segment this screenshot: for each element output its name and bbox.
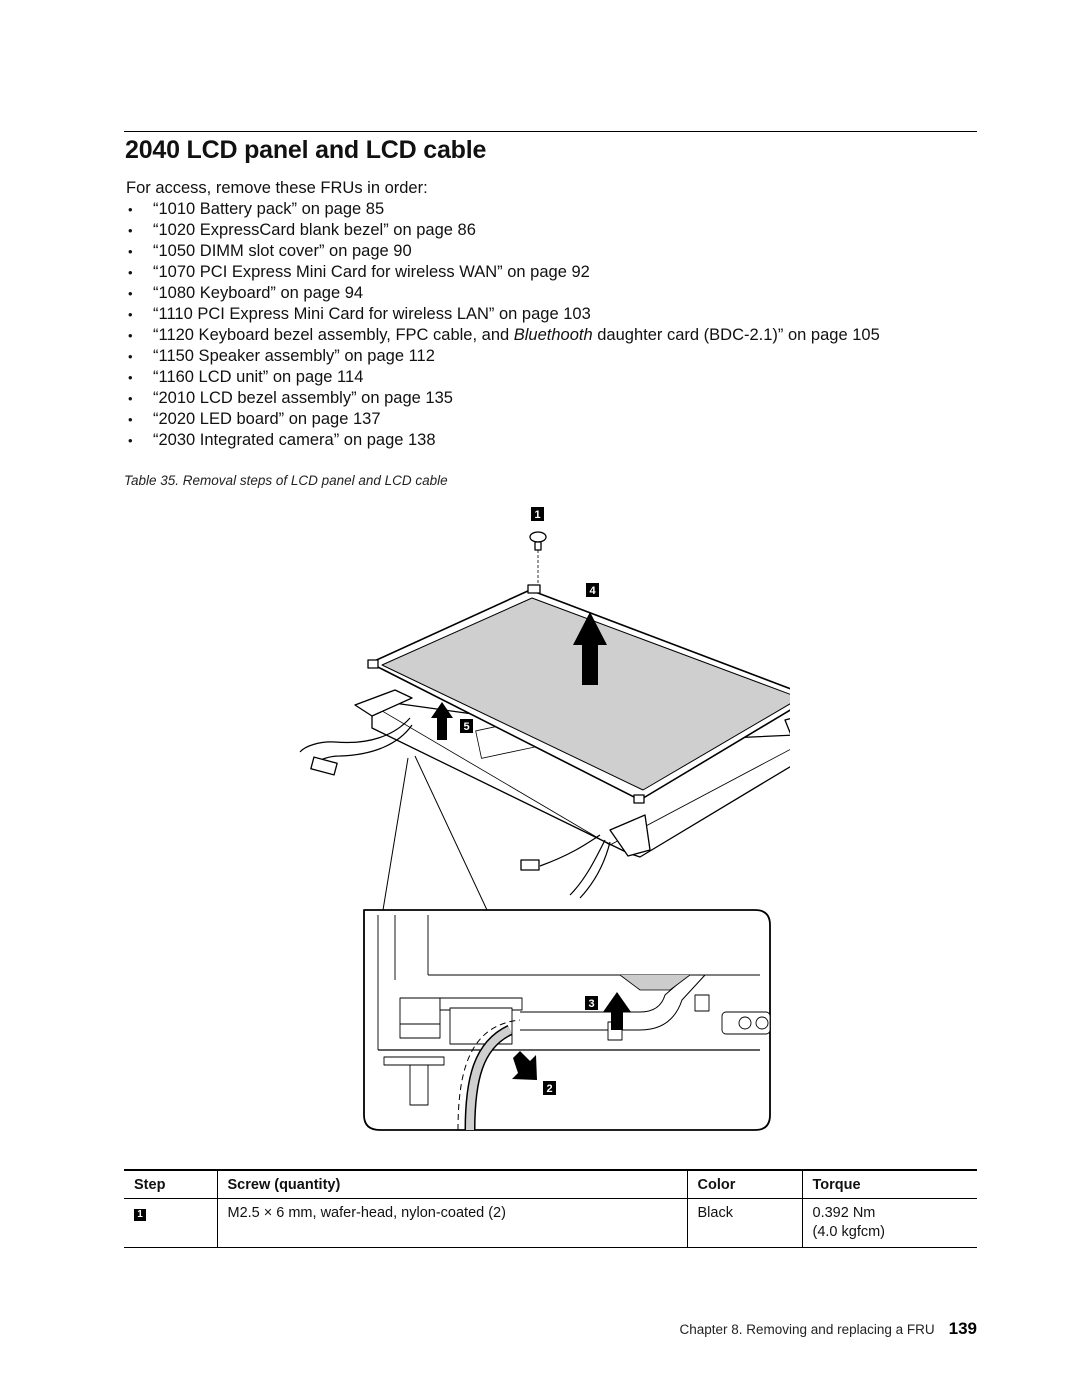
- list-item: • “1050 DIMM slot cover” on page 90: [126, 241, 880, 262]
- svg-text:4: 4: [589, 585, 596, 597]
- bullet-icon: •: [128, 328, 133, 343]
- callout-badge: 5: [460, 719, 473, 733]
- intro-text: For access, remove these FRUs in order:: [126, 179, 428, 197]
- arrow-up-icon: [603, 992, 631, 1030]
- arrow-up-icon: [573, 612, 607, 685]
- bullet-icon: •: [128, 349, 133, 364]
- heading-rule: [124, 131, 977, 132]
- column-header-screw: Screw (quantity): [216, 1169, 687, 1199]
- fru-list: • “1010 Battery pack” on page 85 • “1020 E…: [126, 199, 880, 451]
- page-number: 139: [948, 1319, 977, 1338]
- callout-badge: 1: [531, 507, 544, 521]
- step-badge: 1: [134, 1209, 146, 1221]
- fru-link[interactable]: “2010 LCD bezel assembly” on page 135: [153, 389, 453, 407]
- fru-link[interactable]: “1020 ExpressCard blank bezel” on page 8…: [153, 221, 476, 239]
- bullet-icon: •: [128, 412, 133, 427]
- list-item: • “1120 Keyboard bezel assembly, FPC cabl…: [126, 325, 880, 346]
- bullet-icon: •: [128, 433, 133, 448]
- fru-link[interactable]: “2020 LED board” on page 137: [153, 410, 381, 428]
- fru-link[interactable]: “2030 Integrated camera” on page 138: [153, 431, 436, 449]
- table-header-row: Step Screw (quantity) Color Torque: [124, 1169, 977, 1199]
- list-item: • “1080 Keyboard” on page 94: [126, 283, 880, 304]
- svg-text:2: 2: [546, 1083, 552, 1095]
- fru-link[interactable]: “1080 Keyboard” on page 94: [153, 284, 364, 302]
- screw-cell: M2.5 × 6 mm, wafer-head, nylon-coated (2…: [216, 1198, 687, 1248]
- bullet-icon: •: [128, 286, 133, 301]
- fru-link-text: daughter card (BDC-2.1)” on page 105: [592, 326, 880, 344]
- page-footer: Chapter 8. Removing and replacing a FRU 1…: [679, 1319, 977, 1339]
- svg-text:5: 5: [463, 721, 469, 733]
- lcd-cable-bottom: [539, 834, 601, 867]
- list-item: • “1010 Battery pack” on page 85: [126, 199, 880, 220]
- bullet-icon: •: [128, 202, 133, 217]
- color-cell: Black: [686, 1198, 802, 1248]
- list-item: • “1160 LCD unit” on page 114: [126, 367, 880, 388]
- bullet-icon: •: [128, 307, 133, 322]
- screw-table: Step Screw (quantity) Color Torque 1 M2.…: [124, 1169, 977, 1248]
- bullet-icon: •: [128, 244, 133, 259]
- column-header-step: Step: [124, 1169, 217, 1199]
- svg-text:3: 3: [588, 998, 594, 1010]
- svg-text:1: 1: [534, 509, 540, 521]
- arrow-down-right-icon: [512, 1051, 537, 1080]
- list-item: • “2020 LED board” on page 137: [126, 409, 880, 430]
- fru-link[interactable]: “1110 PCI Express Mini Card for wireless…: [153, 305, 591, 323]
- page-title: 2040 LCD panel and LCD cable: [125, 136, 487, 164]
- list-item: • “2010 LCD bezel assembly” on page 135: [126, 388, 880, 409]
- list-item: • “1110 PCI Express Mini Card for wireles…: [126, 304, 880, 325]
- table-row: 1 M2.5 × 6 mm, wafer-head, nylon-coated …: [124, 1198, 977, 1248]
- chapter-label: Chapter 8. Removing and replacing a FRU: [679, 1322, 935, 1337]
- detail-callout-box: [363, 909, 771, 1131]
- bullet-icon: •: [128, 265, 133, 280]
- arrow-up-icon: [431, 702, 453, 740]
- step-cell: 1: [124, 1198, 217, 1248]
- torque-cell: 0.392 Nm (4.0 kgfcm): [801, 1198, 977, 1248]
- list-item: • “2030 Integrated camera” on page 138: [126, 430, 880, 451]
- callout-badge: 2: [543, 1081, 556, 1095]
- torque-nm: 0.392 Nm: [812, 1205, 876, 1221]
- fru-link[interactable]: “1050 DIMM slot cover” on page 90: [153, 242, 412, 260]
- fru-link[interactable]: “1150 Speaker assembly” on page 112: [153, 347, 435, 365]
- table-caption: Table 35. Removal steps of LCD panel and…: [124, 473, 448, 488]
- column-header-color: Color: [686, 1169, 802, 1199]
- fru-link-text: “1120 Keyboard bezel assembly, FPC cable…: [153, 326, 514, 344]
- list-item: • “1070 PCI Express Mini Card for wireles…: [126, 262, 880, 283]
- fru-link[interactable]: “1120 Keyboard bezel assembly, FPC cable…: [153, 326, 880, 344]
- bullet-icon: •: [128, 223, 133, 238]
- column-header-torque: Torque: [801, 1169, 977, 1199]
- lcd-cable-left: [299, 717, 411, 753]
- list-item: • “1020 ExpressCard blank bezel” on page …: [126, 220, 880, 241]
- torque-kgfcm: (4.0 kgfcm): [812, 1224, 886, 1240]
- screw-icon: [529, 531, 547, 585]
- lcd-panel-removal-illustration: 1 4 1 5 3 2: [299, 507, 790, 1131]
- bullet-icon: •: [128, 370, 133, 385]
- fru-link-italic: Bluethooth: [513, 326, 593, 344]
- callout-badge: 3: [585, 996, 598, 1010]
- list-item: • “1150 Speaker assembly” on page 112: [126, 346, 880, 367]
- bullet-icon: •: [128, 391, 133, 406]
- callout-badge: 4: [586, 583, 599, 597]
- fru-link[interactable]: “1070 PCI Express Mini Card for wireless…: [153, 263, 590, 281]
- fru-link[interactable]: “1160 LCD unit” on page 114: [153, 368, 364, 386]
- fru-link[interactable]: “1010 Battery pack” on page 85: [153, 200, 385, 218]
